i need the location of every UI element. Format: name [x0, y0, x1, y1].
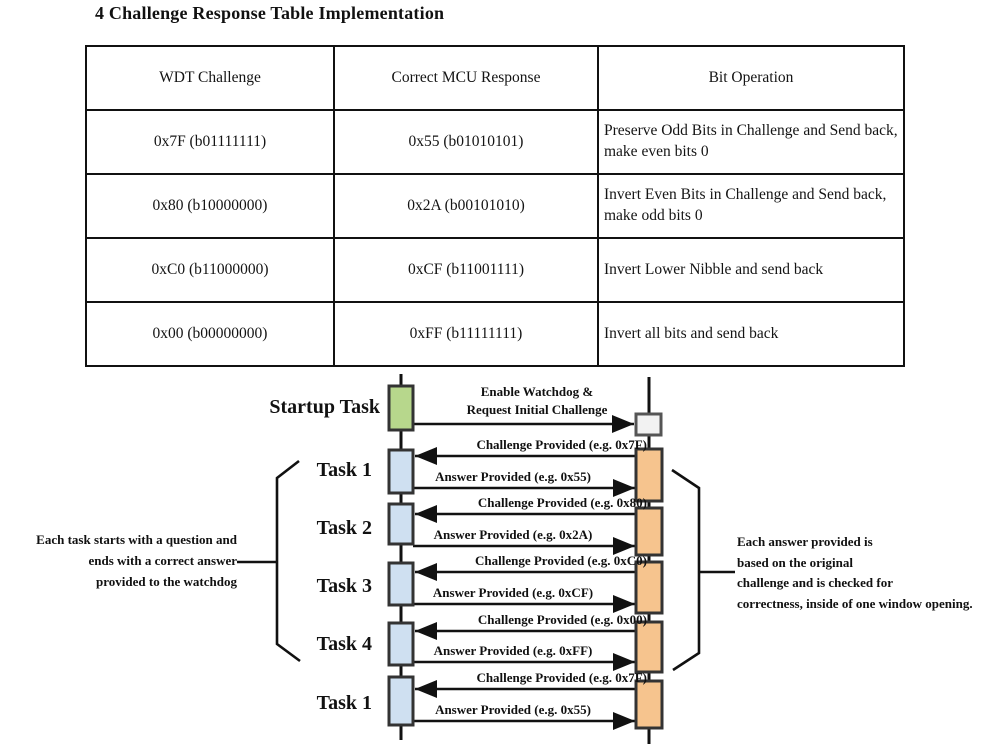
task-label: Task 3	[316, 575, 372, 597]
cell-challenge: 0x00 (b00000000)	[85, 301, 335, 367]
col-header-wdt-challenge: WDT Challenge	[85, 45, 335, 111]
task-label: Task 1	[316, 692, 372, 714]
cell-challenge: 0x80 (b10000000)	[85, 173, 335, 239]
cell-response: 0xFF (b11111111)	[333, 301, 599, 367]
answer-label: Answer Provided (e.g. 0x55)	[435, 469, 591, 484]
task-label: Task 2	[316, 517, 372, 539]
page-title: 4 Challenge Response Table Implementatio…	[95, 3, 445, 23]
watchdog-activation-box	[634, 560, 664, 615]
table-row: 0x00 (b00000000) 0xFF (b11111111) Invert…	[85, 301, 905, 367]
challenge-label: Challenge Provided (e.g. 0x7F)	[476, 670, 647, 685]
task-label: Task 1	[316, 459, 372, 481]
task-label: Task 4	[316, 633, 372, 655]
table-row: 0x7F (b01111111) 0x55 (b01010101) Preser…	[85, 109, 905, 175]
left-annotation: Each task starts with a question and end…	[36, 532, 237, 589]
col-header-mcu-response: Correct MCU Response	[333, 45, 599, 111]
table-row: 0x80 (b10000000) 0x2A (b00101010) Invert…	[85, 173, 905, 239]
col-header-bit-operation: Bit Operation	[597, 45, 905, 111]
watchdog-activation-box	[634, 679, 664, 730]
cell-response: 0x55 (b01010101)	[333, 109, 599, 175]
cell-challenge: 0xC0 (b11000000)	[85, 237, 335, 303]
challenge-label: Challenge Provided (e.g. 0x80)	[477, 495, 647, 510]
watchdog-activation-box	[634, 447, 664, 503]
challenge-label: Challenge Provided (e.g. 0xC0)	[475, 553, 647, 568]
challenge-response-table: WDT Challenge Correct MCU Response Bit O…	[85, 45, 905, 367]
answer-label: Answer Provided (e.g. 0x2A)	[433, 527, 593, 542]
startup-activation-box	[387, 384, 415, 432]
left-brace	[275, 459, 301, 663]
cell-operation: Invert Even Bits in Challenge and Send b…	[597, 173, 905, 239]
answer-label: Answer Provided (e.g. 0xFF)	[433, 643, 593, 658]
answer-label: Answer Provided (e.g. 0x55)	[435, 702, 591, 717]
init-message-line1: Enable Watchdog &	[480, 384, 594, 399]
init-message-line2: Request Initial Challenge	[466, 402, 608, 417]
cell-response: 0x2A (b00101010)	[333, 173, 599, 239]
startup-task-label: Startup Task	[269, 396, 380, 418]
table-row: 0xC0 (b11000000) 0xCF (b11001111) Invert…	[85, 237, 905, 303]
cell-challenge: 0x7F (b01111111)	[85, 109, 335, 175]
cell-operation: Invert Lower Nibble and send back	[597, 237, 905, 303]
right-brace	[671, 468, 701, 672]
watchdog-activation-box	[634, 506, 664, 557]
challenge-label: Challenge Provided (e.g. 0x7F)	[476, 437, 647, 452]
cell-operation: Invert all bits and send back	[597, 301, 905, 367]
watchdog-activation-box	[634, 620, 664, 674]
right-annotation: Each answer provided is based on the ori…	[737, 534, 973, 611]
answer-label: Answer Provided (e.g. 0xCF)	[432, 585, 594, 600]
cell-operation: Preserve Odd Bits in Challenge and Send …	[597, 109, 905, 175]
challenge-label: Challenge Provided (e.g. 0x00)	[477, 612, 647, 627]
cell-response: 0xCF (b11001111)	[333, 237, 599, 303]
table-header-row: WDT Challenge Correct MCU Response Bit O…	[85, 45, 905, 111]
